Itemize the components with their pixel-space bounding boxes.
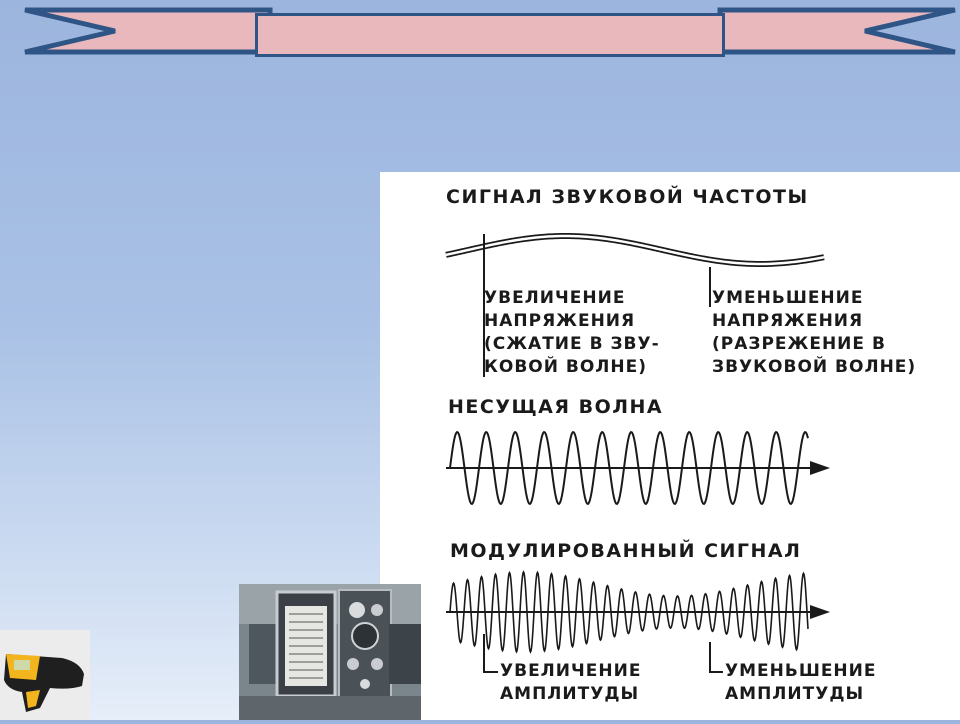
carrier-axis-arrow	[810, 461, 830, 475]
modulated-decrease-note: УМЕНЬШЕНИЕ АМПЛИТУДЫ	[725, 661, 877, 704]
am-modulation-diagram: СИГНАЛ ЗВУКОВОЙ ЧАСТОТЫ УВЕЛИЧЕНИЕ НАПРЯ…	[380, 172, 960, 720]
oscilloscope-photo	[239, 584, 421, 720]
ribbon-right-tail	[717, 7, 956, 55]
sound-signal-heading: СИГНАЛ ЗВУКОВОЙ ЧАСТОТЫ	[446, 186, 809, 208]
sound-decrease-note: УМЕНЬШЕНИЕ НАПРЯЖЕНИЯ (РАЗРЕЖЕНИЕ В ЗВУК…	[712, 288, 917, 377]
sound-wave-core	[445, 234, 825, 266]
modulated-signal-heading: МОДУЛИРОВАННЫЙ СИГНАЛ	[450, 540, 802, 562]
modulated-wave	[449, 570, 809, 654]
sound-wave-outline	[445, 233, 825, 268]
ribbon-left-tail	[24, 7, 273, 55]
mod-increase-pointer	[483, 634, 498, 673]
slide-title	[255, 13, 725, 57]
thermometer-image	[0, 630, 90, 720]
modulated-axis-arrow	[810, 605, 830, 619]
carrier-wave-heading: НЕСУЩАЯ ВОЛНА	[448, 396, 664, 418]
infrared-thermometer-photo	[0, 630, 90, 720]
mod-decrease-pointer	[709, 642, 723, 673]
modulated-increase-note: УВЕЛИЧЕНИЕ АМПЛИТУДЫ	[500, 661, 642, 704]
title-ribbon	[24, 7, 956, 55]
oscilloscope-image	[239, 584, 421, 720]
wave-diagram	[445, 233, 830, 673]
carrier-wave	[449, 430, 809, 506]
sound-increase-note: УВЕЛИЧЕНИЕ НАПРЯЖЕНИЯ (СЖАТИЕ В ЗВУ- КОВ…	[484, 288, 660, 377]
